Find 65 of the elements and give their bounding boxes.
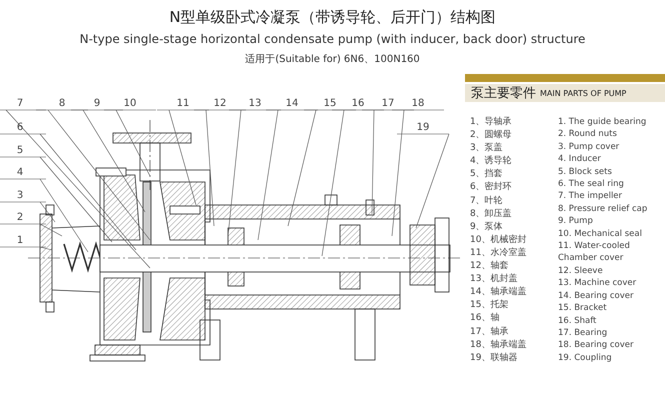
part-name: 16、轴 — [470, 312, 500, 326]
leader-line — [392, 110, 444, 236]
part-name: 4、诱导轮 — [470, 155, 513, 168]
part-name: 18. Bearing cover — [558, 339, 634, 352]
part-name: 11、水冷室盖 — [470, 246, 528, 260]
part-name: 12、轴套 — [470, 260, 510, 273]
part-name: 13、机封盖 — [470, 273, 518, 286]
callout-number: 3 — [0, 189, 40, 202]
part-name: 14. Bearing cover — [558, 290, 634, 302]
part-name: 14、轴承端盖 — [470, 286, 528, 300]
leader-line — [0, 246, 52, 250]
leader-line — [0, 178, 88, 252]
leader-line — [36, 110, 150, 240]
part-name: 12. Sleeve — [558, 264, 604, 278]
leader-line — [0, 110, 150, 268]
callout-number: 2 — [0, 211, 40, 224]
part-name: 10. Mechanical seal — [558, 228, 643, 240]
part-name: 1、导轴承 — [470, 116, 513, 129]
part-name: 3、泵盖 — [470, 142, 504, 156]
part-name: 19、联轴器 — [470, 352, 518, 365]
callout-number: 1 — [0, 234, 40, 247]
callout-number: 7 — [0, 97, 40, 110]
part-name: 15. Bracket — [558, 302, 608, 314]
callout-number: 5 — [0, 144, 40, 157]
part-name: 16. Shaft — [558, 314, 598, 327]
applicable-models-note: 适用于(Suitable for) 6N6、100N160 — [245, 52, 420, 66]
part-name: 7、叶轮 — [470, 194, 504, 208]
part-name: 1. The guide bearing — [558, 116, 648, 128]
leader-line — [0, 156, 112, 242]
part-name: 9. Pump — [558, 215, 594, 228]
part-name: 17、轴承 — [470, 326, 510, 338]
header-title: 泵主要零件 — [471, 85, 536, 102]
callout-number: 11 — [163, 97, 203, 110]
part-name: 18、轴承端盖 — [470, 338, 528, 352]
header-subtitle: MAIN PARTS OF PUMP — [540, 88, 626, 98]
part-name: 19. Coupling — [558, 352, 613, 364]
part-name: 11. Water-cooled Chamber cover — [558, 240, 631, 265]
part-name: 9、泵体 — [470, 220, 504, 234]
subtitle: N-type single-stage horizontal condensate pump (with inducer, back door) structure — [80, 32, 586, 46]
part-name: 10、机械密封 — [470, 234, 528, 247]
callout-number: 4 — [0, 166, 40, 179]
part-name: 2、圆螺母 — [470, 129, 513, 142]
diagram-title: N型单级卧式冷凝泵（带诱导轮、后开门）结构图 — [168, 8, 497, 27]
part-name: 3. Pump cover — [558, 140, 620, 154]
callout-number: 19 — [403, 121, 443, 134]
leader-line — [70, 110, 146, 212]
callout-number: 6 — [0, 121, 40, 134]
part-name: 5、挡套 — [470, 168, 504, 182]
leader-line — [396, 134, 450, 228]
leader-line — [104, 110, 156, 176]
leader-line — [0, 224, 62, 236]
callout-number: 14 — [272, 97, 312, 110]
part-name: 15、托架 — [470, 299, 510, 312]
part-name: 2. Round nuts — [558, 128, 618, 141]
part-name: 7. The impeller — [558, 190, 624, 203]
leader-line — [0, 202, 56, 222]
part-name: 5. Block sets — [558, 166, 613, 178]
part-name: 13. Machine cover — [558, 277, 638, 290]
part-name: 8. Pressure relief cap — [558, 202, 648, 216]
part-name: 8、卸压盖 — [470, 208, 513, 221]
part-name: 17. Bearing — [558, 326, 608, 340]
leader-line — [0, 134, 136, 250]
part-name: 4. Inducer — [558, 153, 602, 166]
part-name: 6、密封环 — [470, 181, 513, 194]
part-name: 6. The seal ring — [558, 178, 625, 190]
